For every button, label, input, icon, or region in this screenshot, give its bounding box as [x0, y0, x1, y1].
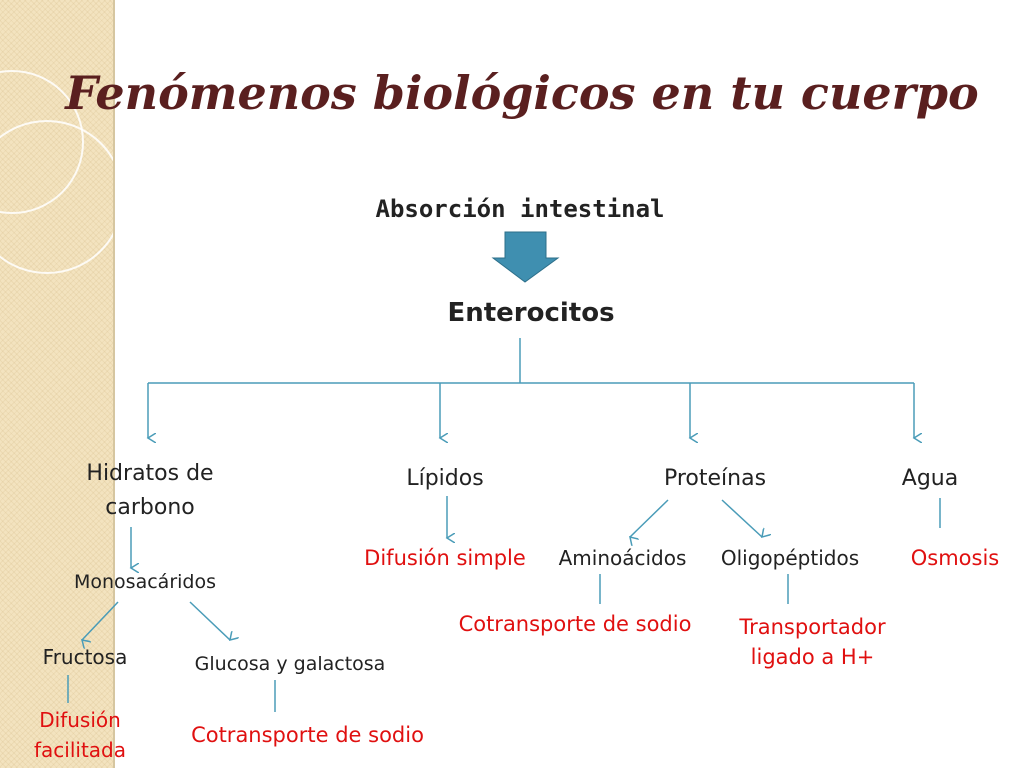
node-water: Agua	[901, 466, 959, 491]
big-down-arrow	[491, 231, 560, 283]
node-proteins: Proteínas	[663, 466, 767, 491]
mechanism-sodium-cotransport-glucose: Cotransporte de sodio	[191, 723, 424, 747]
mechanism-proton-transporter: Transportador ligado a H+	[739, 615, 886, 669]
arrow-to-oligopeptides	[721, 499, 762, 537]
mechanism-osmosis: Osmosis	[910, 546, 1000, 570]
node-lipids: Lípidos	[406, 466, 484, 491]
arrow-to-glucose	[189, 601, 230, 640]
mechanism-facilitated-diffusion: Difusión facilitada	[33, 708, 126, 762]
mechanism-simple-diffusion: Difusión simple	[364, 546, 526, 570]
node-oligopeptides: Oligopéptidos	[720, 546, 860, 570]
decorative-sidebar	[0, 0, 113, 768]
root-node-absorption: Absorción intestinal	[375, 195, 665, 223]
node-carbohydrates: Hidratos de carbono	[86, 461, 214, 520]
node-amino-acids: Aminoácidos	[558, 546, 687, 570]
node-monosaccharides: Monosacáridos	[74, 571, 216, 593]
decorative-ring	[0, 120, 113, 274]
node-fructose: Fructosa	[42, 645, 128, 669]
node-glucose-galactose: Glucosa y galactosa	[194, 653, 386, 675]
node-enterocytes: Enterocitos	[447, 298, 615, 328]
mechanism-sodium-cotransport-amino: Cotransporte de sodio	[458, 612, 692, 636]
sidebar-divider	[113, 0, 115, 768]
arrow-to-amino-acids	[630, 499, 669, 537]
page-title: Fenómenos biológicos en tu cuerpo	[65, 66, 979, 120]
arrow-to-fructose	[82, 601, 119, 640]
